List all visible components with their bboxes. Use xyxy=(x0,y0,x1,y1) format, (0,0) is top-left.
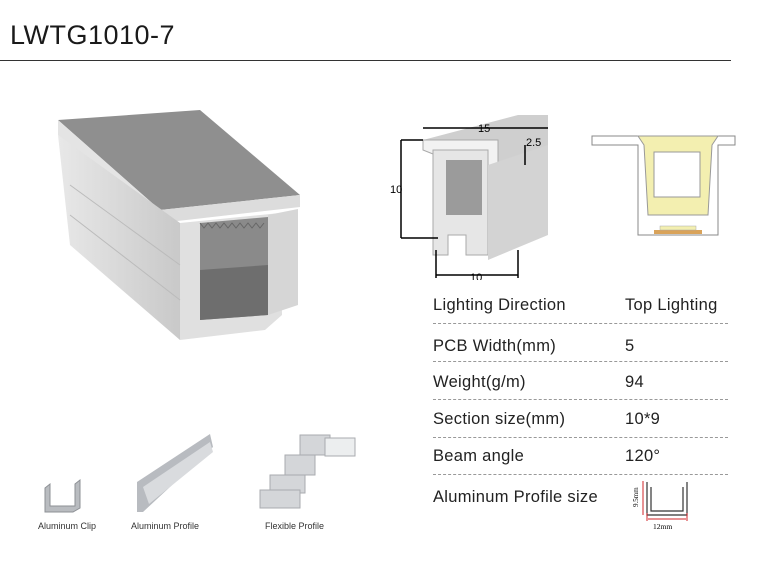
spec-label: Lighting Direction xyxy=(433,296,566,314)
spec-row-weight: Weight(g/m) 94 xyxy=(433,373,733,403)
spec-value: 10*9 xyxy=(625,410,661,428)
accessory-label-aluminum-clip: Aluminum Clip xyxy=(38,521,97,531)
spec-value: 5 xyxy=(625,337,635,355)
dimension-drawing: 10 10 15 2.5 xyxy=(390,115,548,280)
dim-bottom-width: 10 xyxy=(470,272,482,280)
dim-flange: 2.5 xyxy=(526,137,541,149)
spec-label: Aluminum Profile size xyxy=(433,488,598,506)
accessory-label-aluminum-profile: Aluminum Profile xyxy=(131,521,200,531)
aluminum-profile-size-diagram: 9.5mm 12mm xyxy=(632,481,688,531)
spec-row-lighting-direction: Lighting Direction Top Lighting xyxy=(433,296,733,326)
spec-label: Weight(g/m) xyxy=(433,373,526,391)
spec-row-section-size: Section size(mm) 10*9 xyxy=(433,410,733,440)
profile-width-label: 12mm xyxy=(653,522,672,531)
cross-section-diagram xyxy=(591,135,736,236)
dim-height: 10 xyxy=(390,184,402,196)
row-divider xyxy=(433,323,728,324)
product-title: LWTG1010-7 xyxy=(10,20,176,50)
flexible-profile-image xyxy=(259,434,356,509)
spec-row-aluminum-profile-size: Aluminum Profile size xyxy=(433,488,733,518)
spec-value: 94 xyxy=(625,373,644,391)
spec-value: Top Lighting xyxy=(625,296,718,314)
spec-row-beam-angle: Beam angle 120° xyxy=(433,447,733,477)
row-divider xyxy=(433,361,728,362)
product-render-image xyxy=(58,110,300,340)
spec-value: 120° xyxy=(625,447,661,465)
accessory-label-flexible-profile: Flexible Profile xyxy=(265,521,325,531)
aluminum-clip-image xyxy=(44,478,81,513)
spec-label: Beam angle xyxy=(433,447,525,465)
row-divider xyxy=(433,399,728,400)
spec-label: PCB Width(mm) xyxy=(433,337,557,355)
spec-label: Section size(mm) xyxy=(433,410,566,428)
aluminum-profile-image xyxy=(137,434,213,512)
title-divider xyxy=(0,60,731,61)
row-divider xyxy=(433,474,728,475)
spec-row-pcb-width: PCB Width(mm) 5 xyxy=(433,337,733,367)
row-divider xyxy=(433,437,728,438)
dim-top-width: 15 xyxy=(478,123,490,135)
profile-height-label: 9.5mm xyxy=(632,487,640,507)
